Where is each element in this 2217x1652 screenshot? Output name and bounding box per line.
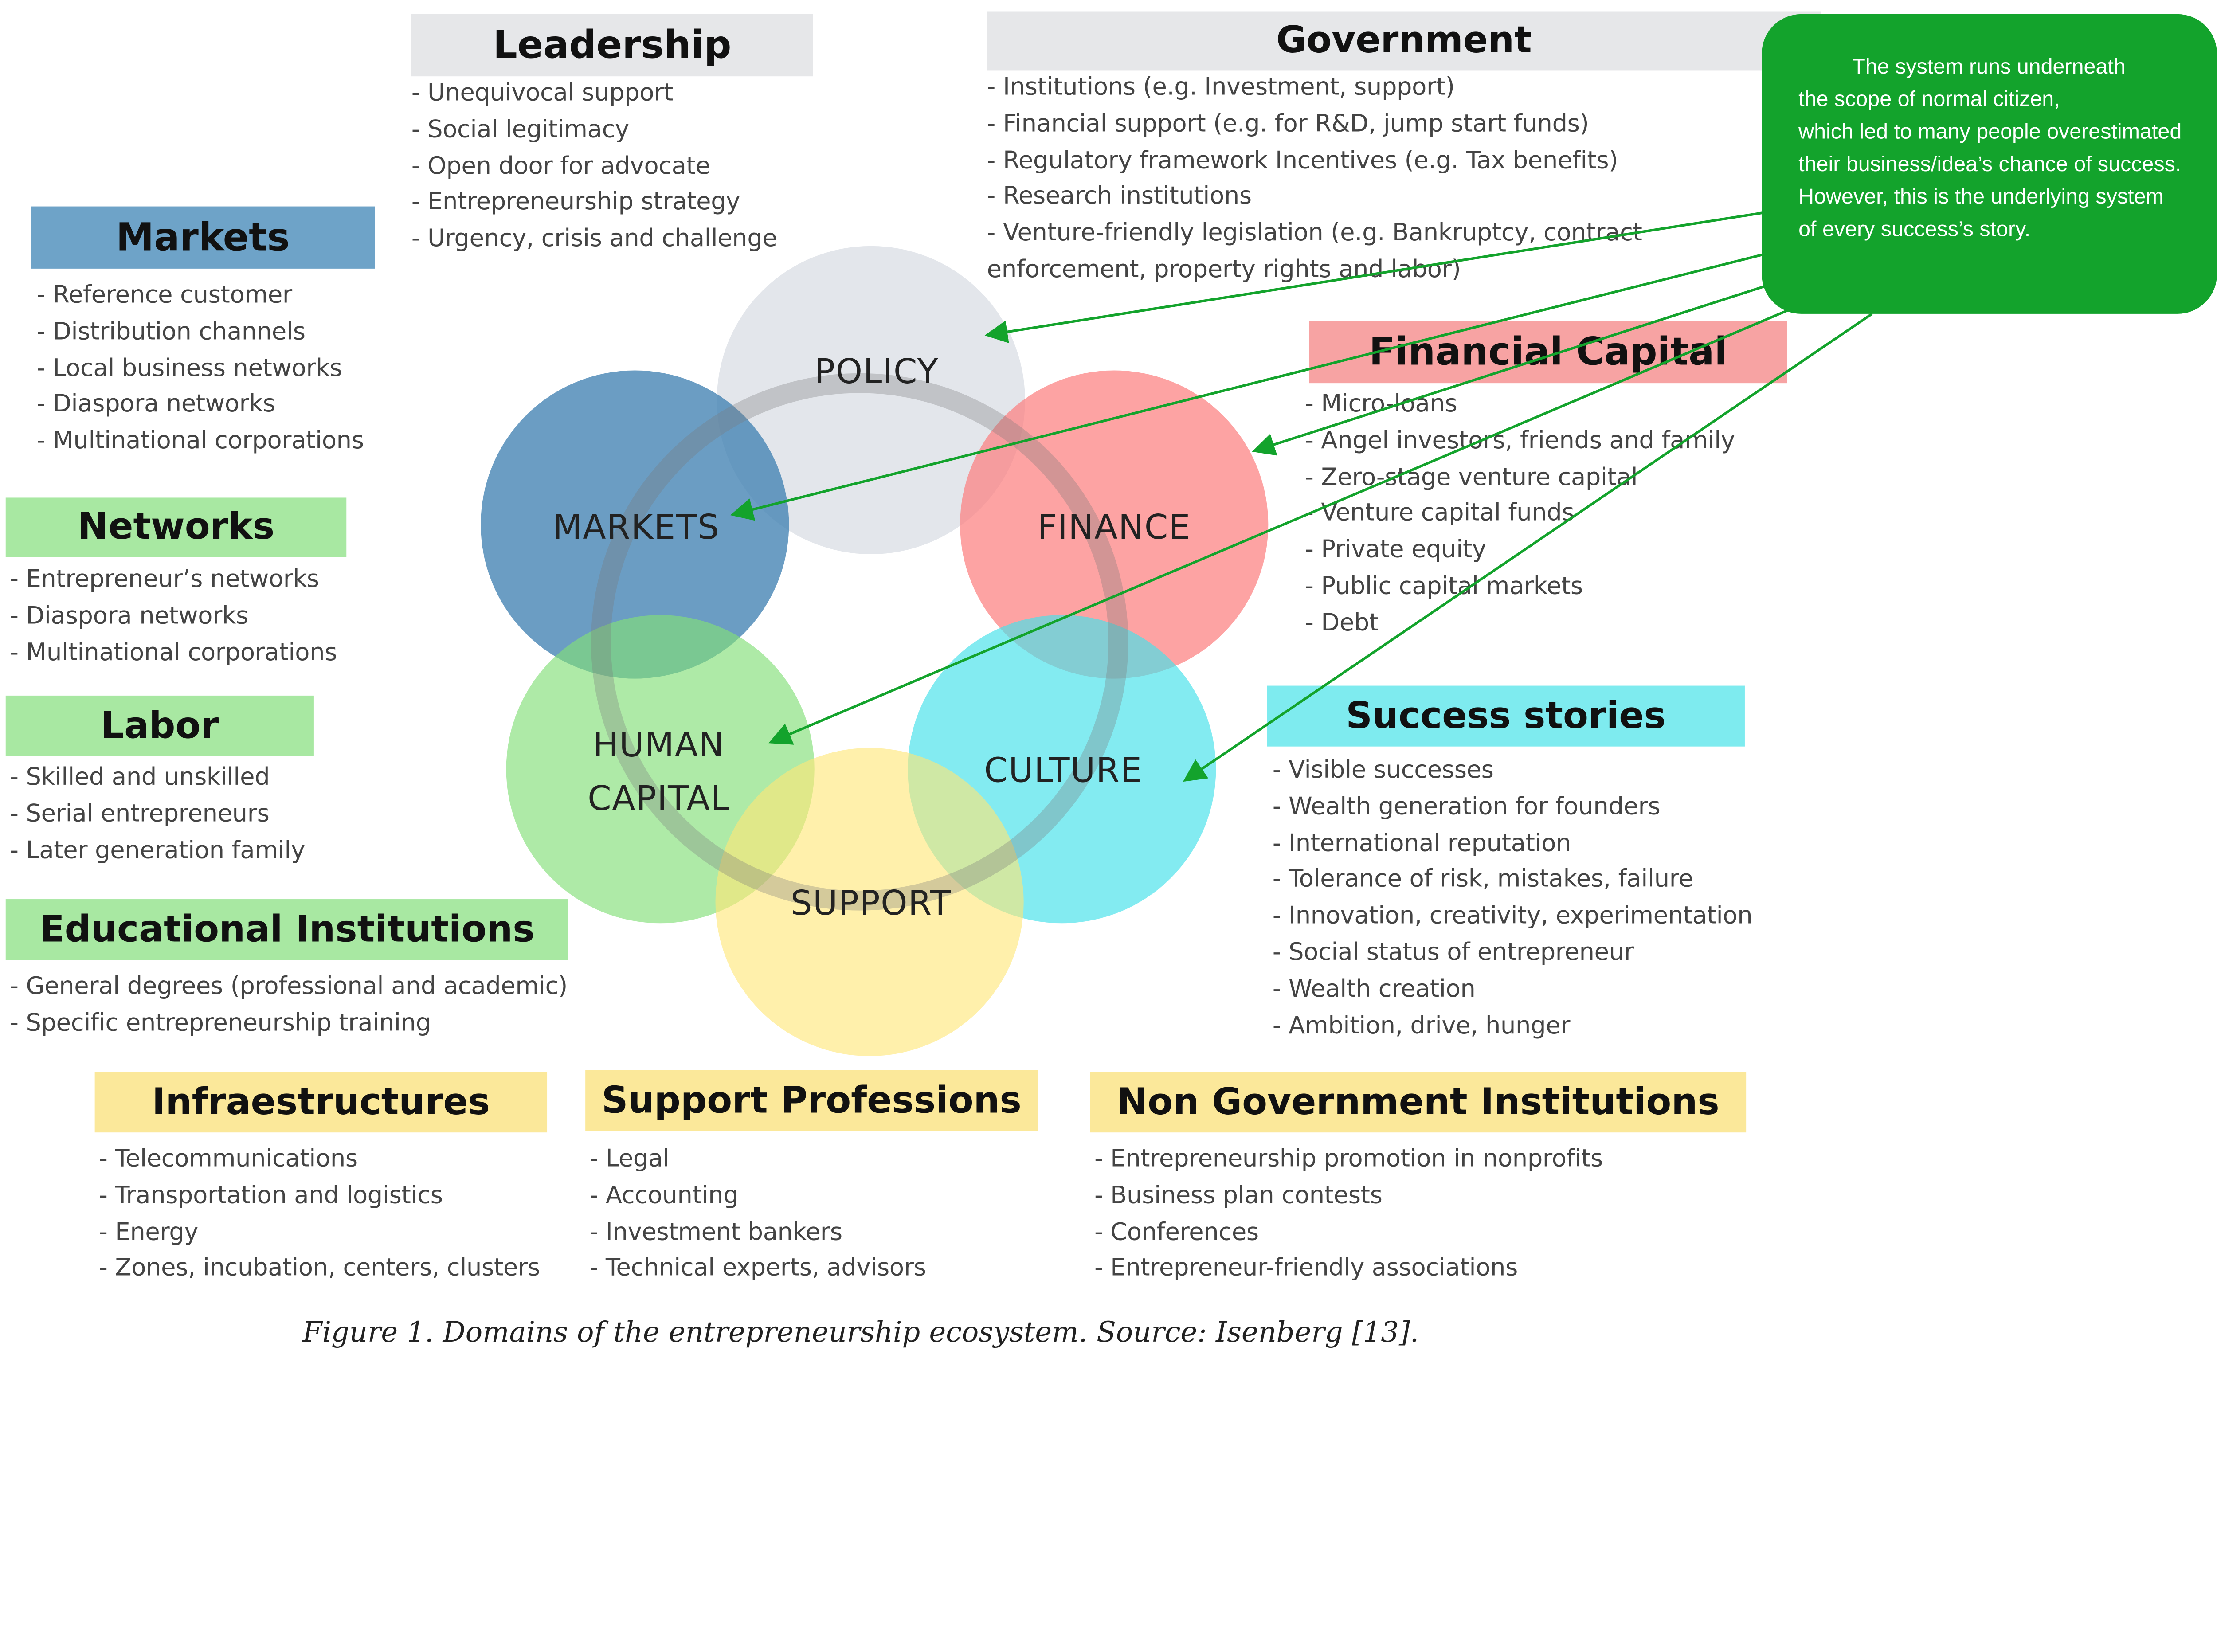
culture-label: CULTURE <box>984 751 1143 791</box>
labor-item: Skilled and unskilled <box>10 761 305 797</box>
markets-item: Diaspora networks <box>37 388 364 424</box>
government-item-continuation: enforcement, property rights and labor) <box>987 256 1461 284</box>
leadership-item: Urgency, crisis and challenge <box>411 222 777 258</box>
leadership-item: Unequivocal support <box>411 76 777 113</box>
financial-item: Debt <box>1305 606 1735 642</box>
success-item: Wealth generation for founders <box>1273 790 1752 826</box>
non-government-institutions-header: Non Government Institutions <box>1090 1072 1747 1133</box>
success-stories-list: Visible successesWealth generation for f… <box>1273 754 1753 1045</box>
government-list: Institutions (e.g. Investment, support)F… <box>987 70 1642 290</box>
annotation-note: The system runs underneath the scope of … <box>1762 14 2217 314</box>
arrow-to-policy <box>984 211 1768 344</box>
support-label: SUPPORT <box>790 883 952 924</box>
markets-item: Reference customer <box>37 278 364 315</box>
professions-item: Investment bankers <box>590 1215 926 1252</box>
markets-item: Distribution channels <box>37 315 364 351</box>
educational-institutions-header: Educational Institutions <box>5 899 568 960</box>
labor-list: Skilled and unskilledSerial entrepreneur… <box>10 761 305 870</box>
government-item: Research institutions <box>987 180 1642 216</box>
support-professions-list: LegalAccountingInvestment bankersTechnic… <box>590 1143 926 1288</box>
professions-item: Accounting <box>590 1179 926 1215</box>
labor-item: Serial entrepreneurs <box>10 797 305 834</box>
networks-list: Entrepreneur’s networksDiaspora networks… <box>10 563 337 672</box>
success-item: Social status of entrepreneur <box>1273 936 1752 972</box>
success-item: Innovation, creativity, experimentation <box>1273 900 1753 936</box>
leadership-item: Open door for advocate <box>411 149 777 186</box>
success-item: International reputation <box>1273 826 1752 863</box>
financial-capital-list: Micro-loansAngel investors, friends and … <box>1305 388 1735 643</box>
markets-item: Multinational corporations <box>37 424 364 461</box>
labor-item: Later generation family <box>10 834 305 870</box>
financial-capital-header: Financial Capital <box>1309 321 1787 384</box>
education-item: Specific entrepreneurship training <box>10 1006 568 1043</box>
infra-item: Telecommunications <box>99 1143 540 1179</box>
non-government-institutions-list: Entrepreneurship promotion in nonprofits… <box>1094 1143 1603 1288</box>
financial-item: Angel investors, friends and family <box>1305 424 1735 460</box>
educational-institutions-list: General degrees (professional and academ… <box>10 970 568 1043</box>
infra-item: Transportation and logistics <box>99 1179 540 1215</box>
infra-item: Energy <box>99 1215 540 1252</box>
professions-item: Technical experts, advisors <box>590 1252 926 1288</box>
government-item: Regulatory framework Incentives (e.g. Ta… <box>987 144 1642 180</box>
success-item: Wealth creation <box>1273 972 1752 1009</box>
leadership-item: Social legitimacy <box>411 113 777 149</box>
markets-list: Reference customerDistribution channelsL… <box>37 278 364 461</box>
success-item: Ambition, drive, hunger <box>1273 1009 1752 1045</box>
labor-header: Labor <box>5 695 314 756</box>
financial-item: Public capital markets <box>1305 570 1735 606</box>
success-item: Visible successes <box>1273 754 1752 790</box>
networks-item: Entrepreneur’s networks <box>10 563 337 599</box>
markets-label: MARKETS <box>552 507 720 548</box>
infra-item: Zones, incubation, centers, clusters <box>99 1252 540 1288</box>
markets-item: Local business networks <box>37 352 364 388</box>
financial-item: Micro-loans <box>1305 388 1735 424</box>
education-item: General degrees (professional and academ… <box>10 970 568 1006</box>
leadership-list: Unequivocal supportSocial legitimacyOpen… <box>411 76 777 258</box>
figure-caption: Figure 1. Domains of the entrepreneurshi… <box>302 1315 1419 1349</box>
success-stories-header: Success stories <box>1267 685 1745 747</box>
ngo-item: Entrepreneurship promotion in nonprofits <box>1094 1143 1603 1179</box>
networks-item: Diaspora networks <box>10 599 337 635</box>
arrow-to-markets <box>730 250 1775 521</box>
finance-label: FINANCE <box>1037 507 1191 548</box>
policy-label: POLICY <box>815 352 939 392</box>
success-item: Tolerance of risk, mistakes, failure <box>1273 863 1752 899</box>
markets-header: Markets <box>31 206 375 269</box>
leadership-item: Entrepreneurship strategy <box>411 186 777 222</box>
support-professions-header: Support Professions <box>585 1070 1038 1131</box>
ngo-item: Conferences <box>1094 1215 1603 1252</box>
networks-item: Multinational corporations <box>10 636 337 672</box>
networks-header: Networks <box>5 497 347 557</box>
annotation-arrows <box>730 211 1873 782</box>
professions-item: Legal <box>590 1143 926 1179</box>
ngo-item: Business plan contests <box>1094 1179 1603 1215</box>
arrow-to-culture <box>1183 313 1873 782</box>
financial-item: Venture capital funds <box>1305 497 1735 533</box>
government-item: Financial support (e.g. for R&D, jump st… <box>987 107 1642 144</box>
government-item: Institutions (e.g. Investment, support) <box>987 70 1642 107</box>
leadership-header: Leadership <box>411 14 813 77</box>
infraestructures-list: TelecommunicationsTransportation and log… <box>99 1143 540 1288</box>
arrow-to-finance <box>1252 278 1785 456</box>
ngo-item: Entrepreneur-friendly associations <box>1094 1252 1603 1288</box>
financial-item: Private equity <box>1305 533 1735 570</box>
arrow-to-human-capital <box>768 307 1794 745</box>
infraestructures-header: Infraestructures <box>94 1072 548 1133</box>
government-header: Government <box>987 11 1821 71</box>
government-item: Venture-friendly legislation (e.g. Bankr… <box>987 216 1642 253</box>
